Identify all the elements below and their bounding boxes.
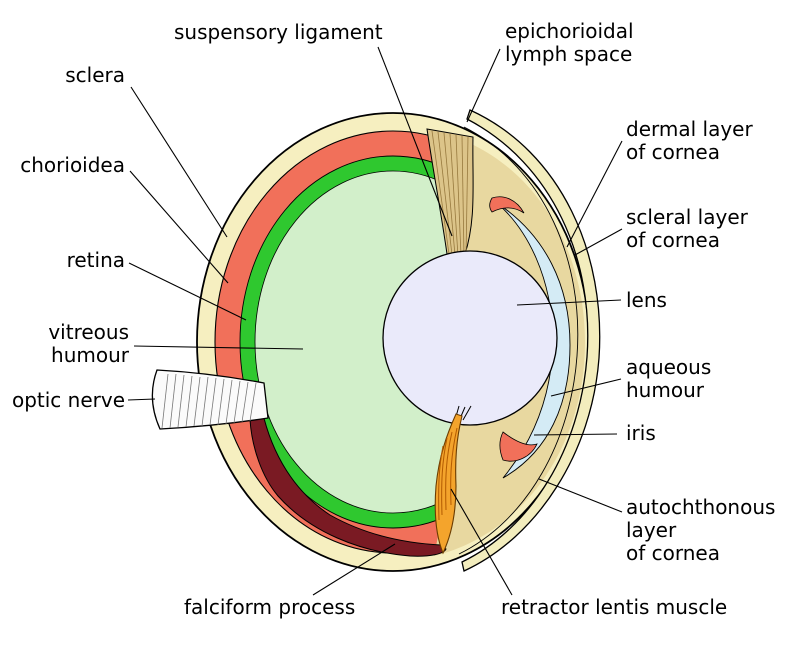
leader-line-sclera	[130, 86, 228, 238]
leader-line-optic-nerve	[127, 398, 156, 401]
falciform-process-shape	[249, 408, 447, 557]
label-optic-nerve: optic nerve	[11, 388, 125, 412]
iris-top-shape	[489, 196, 525, 214]
label-retina: retina	[66, 248, 125, 272]
retractor-lentis-striations	[438, 427, 458, 521]
lens-shape	[382, 250, 558, 426]
leader-lines	[127, 46, 623, 596]
label-falciform-process: falciform process	[184, 595, 356, 619]
leader-line-aqueous-humour	[550, 378, 622, 397]
label-iris: iris	[626, 421, 656, 445]
leader-line-suspensory-ligament	[377, 46, 453, 237]
leader-line-vitreous-humour	[133, 345, 304, 350]
label-lens: lens	[626, 288, 667, 312]
label-chorioidea: chorioidea	[20, 153, 125, 177]
leader-line-falciform-process	[312, 543, 396, 596]
leader-line-retractor-lentis-muscle	[450, 488, 513, 596]
leader-line-autochthonous-layer	[538, 478, 623, 513]
label-dermal-layer: dermal layer of cornea	[626, 117, 753, 164]
label-epichorioidal-lymph-space: epichorioidal lymph space	[505, 19, 634, 66]
leader-line-chorioidea	[129, 170, 229, 284]
cornea-scleral-layer-line	[458, 126, 579, 555]
label-autochthonous-layer: autochthonous layer of cornea	[626, 495, 776, 565]
label-suspensory-ligament: suspensory ligament	[174, 20, 383, 44]
label-aqueous-humour: aqueous humour	[626, 355, 712, 402]
leader-line-iris	[533, 433, 618, 436]
label-vitreous-humour: vitreous humour	[48, 320, 129, 367]
leader-line-dermal-layer	[566, 140, 623, 248]
label-sclera: sclera	[65, 63, 125, 87]
cornea-dermal-layer-shape	[461, 109, 601, 572]
optic-nerve-striations	[161, 373, 257, 429]
iris-shape	[499, 431, 538, 462]
aqueous-humour-shape	[496, 202, 571, 479]
suspensory-ligament-fibers	[431, 130, 469, 258]
leader-line-scleral-layer	[574, 228, 623, 256]
label-retractor-lentis-muscle: retractor lentis muscle	[501, 595, 728, 619]
label-scleral-layer: scleral layer of cornea	[626, 205, 748, 252]
leader-line-lens	[516, 299, 622, 306]
leader-line-retina	[128, 262, 247, 321]
leader-line-epichorioidal-lymph-space	[466, 48, 501, 123]
